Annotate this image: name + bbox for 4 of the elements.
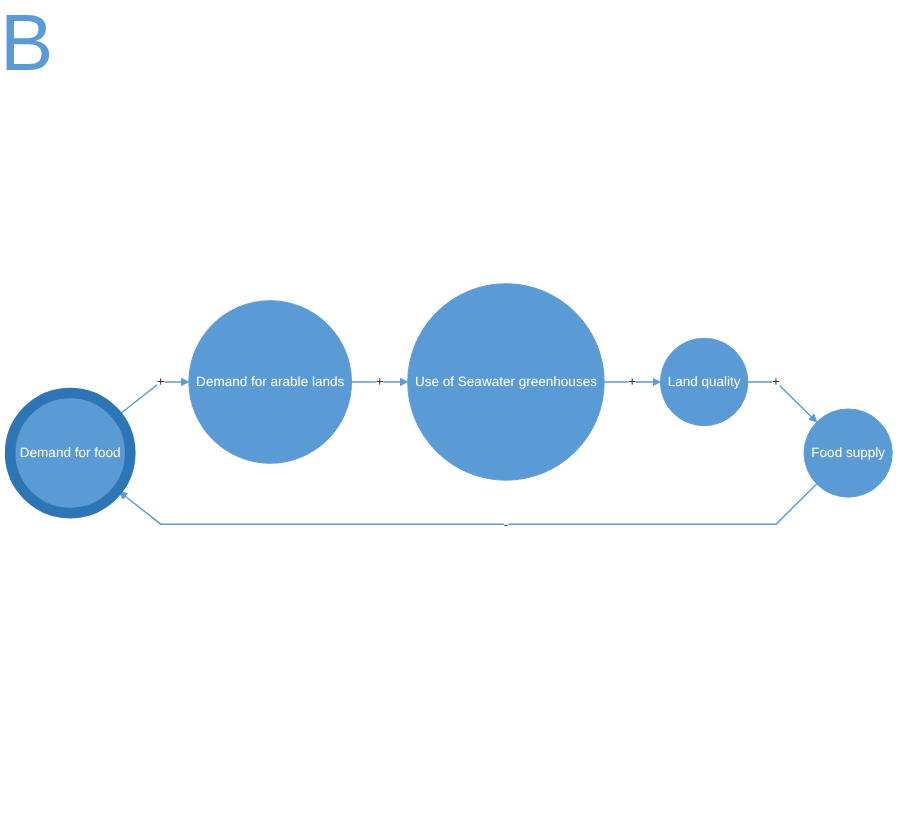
arrow [118, 483, 818, 525]
loop-label: B [0, 0, 54, 90]
arrow [747, 381, 818, 423]
arrow [118, 377, 190, 416]
